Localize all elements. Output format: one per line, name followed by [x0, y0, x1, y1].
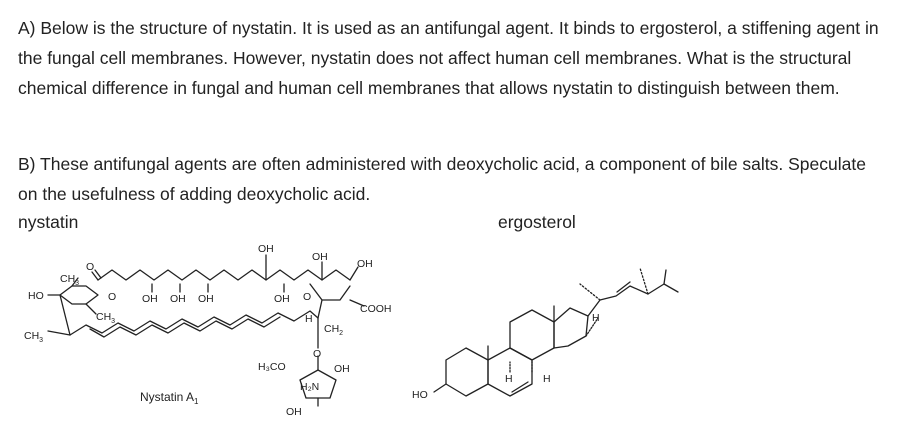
nystatin-polyene-chain: [69, 310, 319, 336]
ergosterol-label: ergosterol: [498, 212, 576, 232]
ergosterol-side-chain: [587, 283, 665, 317]
atom-oh-s: OH: [334, 363, 350, 375]
atom-h1: H: [505, 373, 513, 385]
atom-oh-1: OH: [142, 293, 158, 305]
ergosterol-ring-d: [553, 307, 589, 349]
ergosterol-ring-c: [509, 309, 555, 361]
atom-h: H: [305, 313, 313, 325]
atom-ch3-top: CH3: [60, 273, 79, 287]
atom-ch3-mid: CH3: [96, 311, 115, 325]
nystatin-label: nystatin: [18, 212, 79, 232]
question-a: A) Below is the structure of nystatin. I…: [18, 18, 879, 98]
atom-o-gly: O: [313, 348, 321, 360]
atom-ch3-left: CH3: [24, 330, 43, 344]
nystatin-upper-chain: [97, 269, 351, 281]
atom-o-2: O: [303, 291, 311, 303]
atom-ho-left: HO: [28, 290, 44, 302]
ergosterol-ring-a: [445, 347, 489, 397]
atom-h3co: H₃CO: [258, 361, 286, 373]
atom-ch2: CH2: [324, 323, 343, 337]
atom-h2: H: [543, 373, 551, 385]
atom-oh-top2: OH: [312, 251, 328, 263]
atom-cooh: COOH: [360, 303, 392, 315]
atom-o-ring: O: [108, 291, 116, 303]
atom-oh-b: OH: [286, 406, 302, 418]
atom-o-keto: O: [86, 261, 94, 273]
question-b: B) These antifungal agents are often adm…: [18, 154, 866, 204]
atom-oh-top: OH: [258, 243, 274, 255]
atom-h3: H: [592, 312, 600, 324]
atom-h2n: H₂N: [300, 381, 319, 393]
atom-oh-3: OH: [198, 293, 214, 305]
nystatin-caption: Nystatin A1: [140, 390, 199, 406]
atom-oh-2: OH: [170, 293, 186, 305]
nystatin-sugar-ring: [299, 369, 337, 399]
atom-oh-4: OH: [274, 293, 290, 305]
atom-oh-top3: OH: [357, 258, 373, 270]
atom-ho: HO: [412, 389, 428, 401]
